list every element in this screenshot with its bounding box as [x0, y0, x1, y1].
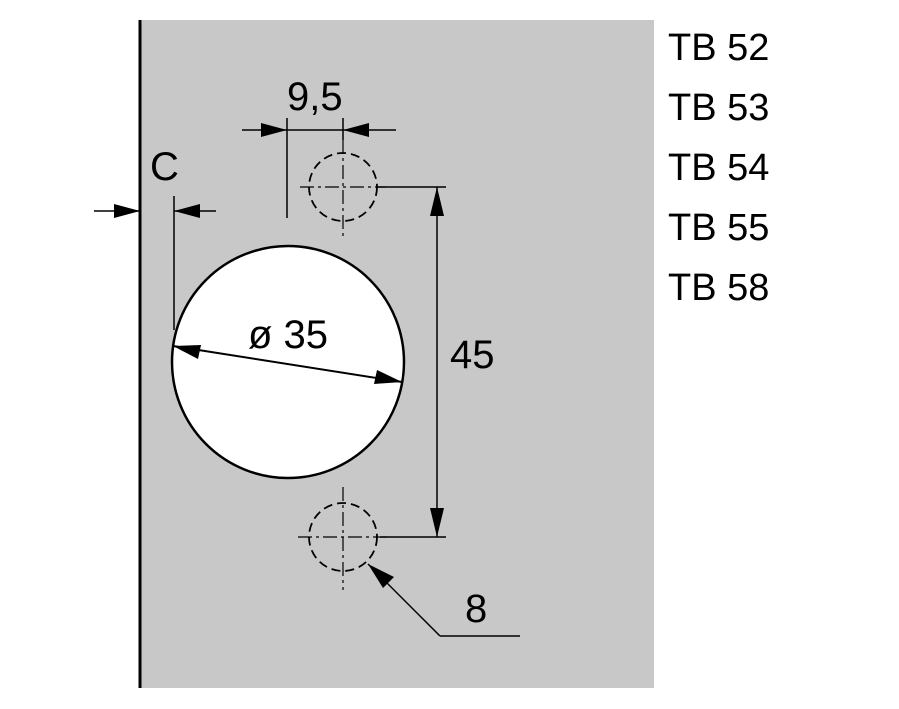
model-item: TB 55 [668, 207, 770, 249]
offset-dimension [94, 196, 216, 330]
cup-hole [170, 244, 406, 480]
cup-diameter-label: ø 35 [248, 313, 328, 357]
model-item: TB 54 [668, 147, 770, 189]
lower-screw-hole [298, 487, 388, 590]
hole-distance-dimension [378, 186, 446, 538]
model-item: TB 52 [668, 27, 770, 69]
spacing-label: 9,5 [287, 75, 343, 119]
upper-screw-hole [300, 140, 386, 240]
model-list: TB 52 TB 53 TB 54 TB 55 TB 58 [668, 18, 769, 318]
offset-label: C [150, 145, 179, 189]
diameter-dimension [172, 345, 403, 384]
hole-distance-label: 45 [450, 333, 495, 377]
screw-hole-label: 8 [465, 587, 487, 631]
model-item: TB 53 [668, 87, 770, 129]
model-item: TB 58 [668, 267, 770, 309]
screw-hole-leader [367, 563, 520, 637]
spacing-dimension [242, 118, 396, 218]
